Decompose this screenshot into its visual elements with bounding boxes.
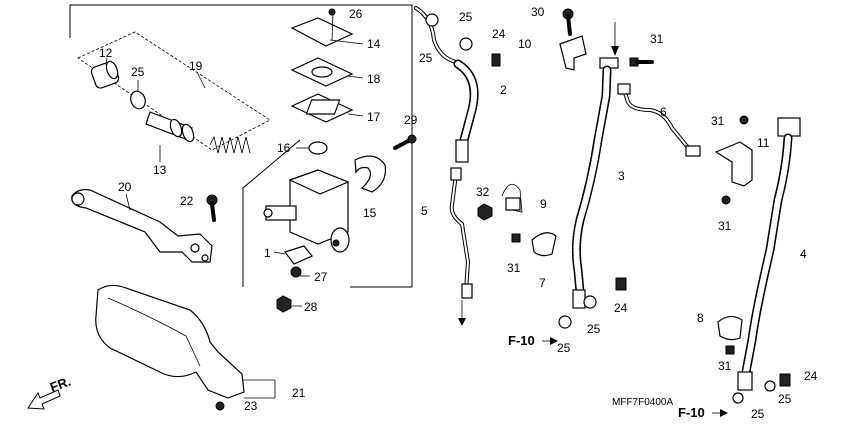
callout-31b: 31 (507, 261, 521, 275)
front-arrow (27, 389, 61, 410)
callout-25a: 25 (459, 10, 473, 24)
reservoir-diaphragm (290, 93, 364, 123)
callout-15: 15 (363, 206, 377, 220)
clip-9 (501, 183, 523, 213)
bolt-33 (477, 203, 493, 221)
reservoir-cap (290, 8, 364, 47)
hose-2 (414, 6, 501, 163)
hand-guard (95, 284, 276, 411)
bracket-10 (559, 8, 654, 71)
callout-7: 7 (539, 276, 546, 290)
switch-part (273, 245, 313, 265)
callout-31a: 30 (531, 5, 545, 19)
callout-13: 13 (153, 163, 167, 177)
callout-20: 20 (118, 180, 132, 194)
callout-25c: 25 (587, 322, 601, 336)
callout-8: 8 (697, 311, 704, 325)
reservoir-plate (290, 57, 364, 87)
screw-28 (290, 266, 310, 278)
callout-31e: 31 (718, 359, 732, 373)
pipe-5 (449, 167, 473, 326)
clamp-part (354, 155, 387, 193)
callout-3: 3 (618, 169, 625, 183)
callout-32: 31 (650, 32, 664, 46)
callout-24b: 24 (614, 301, 628, 315)
clamp-8 (717, 315, 743, 355)
callout-24a: 24 (492, 27, 506, 41)
callout-2: 2 (500, 83, 507, 97)
ref-label-f10-a: F-10 (508, 333, 535, 348)
master-cylinder-frame (69, 4, 413, 288)
callout-19: 19 (189, 59, 203, 73)
snap-ring-part (130, 80, 146, 110)
callout-33: 32 (476, 185, 490, 199)
part-16 (296, 141, 328, 155)
diagram-code: MFF7F0400A (612, 397, 673, 408)
clamp-7 (511, 232, 557, 257)
bracket-11 (714, 115, 753, 205)
callout-25f: 25 (751, 407, 765, 421)
callout-27: 26 (349, 7, 363, 21)
callout-16: 16 (277, 141, 291, 155)
bolt-30 (393, 134, 417, 150)
callout-1: 1 (264, 246, 271, 260)
callout-18: 18 (367, 72, 381, 86)
callout-10: 10 (518, 37, 532, 51)
callout-6: 6 (660, 105, 667, 119)
callout-9: 9 (540, 197, 547, 211)
hose-4 (732, 117, 801, 404)
piston-kit-box (77, 31, 271, 162)
callout-29: 28 (304, 300, 318, 314)
front-label: FR. (48, 374, 73, 395)
callout-24c: 24 (804, 369, 818, 383)
callout-5: 5 (421, 204, 428, 218)
callout-25e: 25 (778, 392, 792, 406)
callout-22: 22 (180, 194, 194, 208)
bolt-22 (206, 194, 218, 222)
callout-14: 14 (367, 37, 381, 51)
callout-12: 12 (99, 46, 113, 60)
callout-11: 11 (757, 136, 770, 150)
spring-part (209, 135, 251, 154)
callout-25d: 25 (557, 341, 571, 355)
callout-labels: 1 2 3 4 5 6 7 8 9 10 11 12 13 14 15 16 1… (99, 5, 818, 421)
callout-17: 17 (367, 110, 381, 124)
callout-4: 4 (800, 247, 807, 261)
callout-31d: 31 (718, 219, 732, 233)
callout-21: 21 (292, 386, 306, 400)
brake-lever (71, 189, 213, 263)
callout-31c: 31 (711, 114, 725, 128)
pipe-6 (617, 83, 701, 157)
callout-30: 29 (404, 113, 418, 127)
nut-29 (276, 295, 302, 313)
callout-28: 27 (314, 270, 328, 284)
hose-3 (558, 22, 627, 329)
master-cylinder-body (263, 169, 350, 253)
callout-25b: 25 (419, 51, 433, 65)
piston-part (145, 111, 195, 143)
callout-26: 25 (131, 65, 145, 79)
callout-23: 23 (244, 399, 258, 413)
ref-label-f10-b: F-10 (678, 405, 705, 420)
boot-part (90, 57, 120, 89)
